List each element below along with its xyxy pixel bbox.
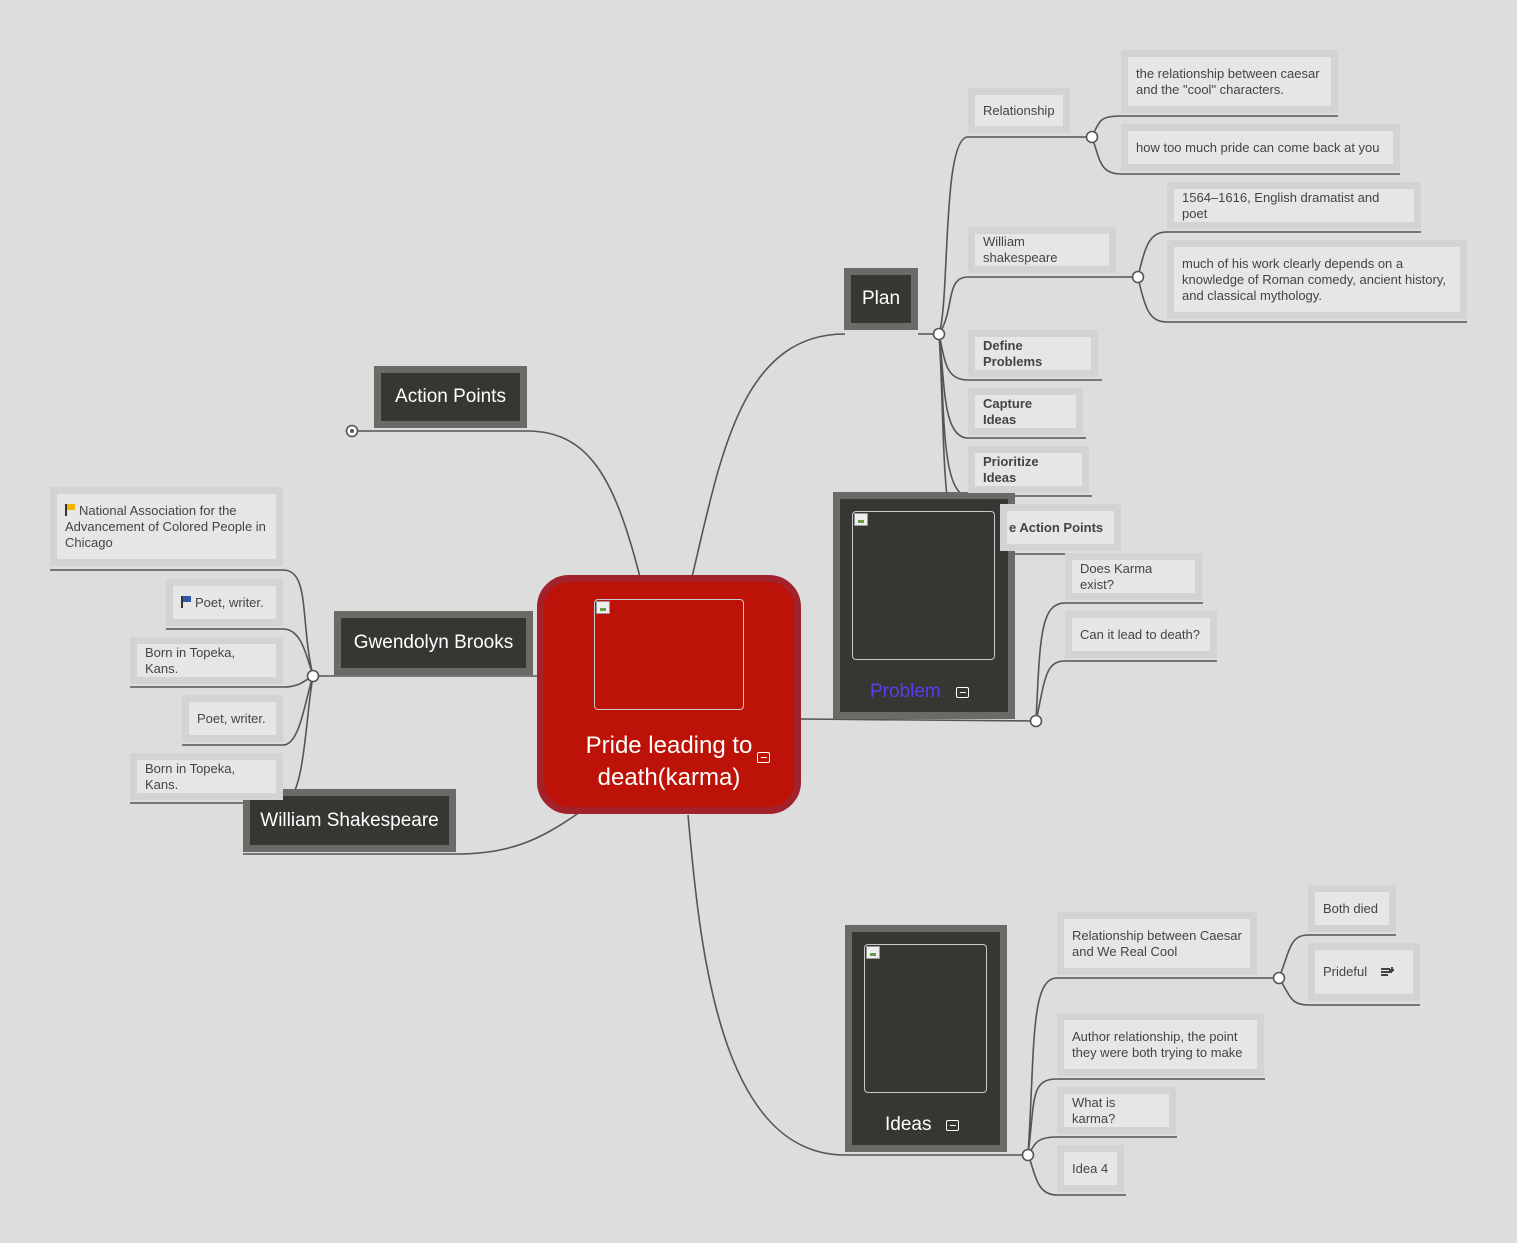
topic-ideas[interactable]: Ideas (845, 925, 1007, 1152)
subtopic-william-shakespeare[interactable]: William shakespeare (968, 227, 1116, 273)
subtopic-label: Poet, writer. (197, 710, 266, 726)
broken-image-icon (854, 513, 868, 526)
subtopic-born-topeka[interactable]: Born in Topeka, Kans. (130, 637, 283, 684)
subtopic-label: Does Karma exist? (1080, 560, 1153, 592)
image-icon[interactable] (757, 752, 770, 763)
topic-william-shakespeare-label: William Shakespeare (260, 809, 439, 831)
subtopic-label: Born in Topeka, Kans. (145, 644, 236, 676)
subtopic-both-died[interactable]: Both died (1308, 885, 1396, 932)
flag-icon (65, 503, 75, 516)
subtopic-label: What is karma? (1072, 1094, 1116, 1126)
topic-problem[interactable]: Problem (833, 492, 1015, 719)
central-topic[interactable]: Pride leading to death(karma) (537, 575, 801, 814)
subtopic-label: Both died (1323, 900, 1378, 916)
problem-image[interactable] (852, 511, 995, 660)
subtopic-relationship-detail[interactable]: the relationship between caesar and the … (1121, 50, 1338, 113)
subtopic-does-karma-exist[interactable]: Does Karma exist? (1065, 553, 1202, 600)
image-icon[interactable] (946, 1120, 959, 1131)
topic-ideas-label: Ideas (885, 1114, 932, 1135)
subtopic-label: Born in Topeka, Kans. (145, 760, 236, 792)
subtopic-label: William shakespeare (983, 234, 1058, 265)
subtopic-label: Poet, writer. (181, 595, 264, 611)
subtopic-author-relationship[interactable]: Author relationship, the point they were… (1057, 1013, 1264, 1076)
subtopic-shakespeare-dates[interactable]: 1564–1616, English dramatist and poet (1167, 182, 1421, 229)
subtopic-pride-consequence[interactable]: how too much pride can come back at you (1121, 124, 1400, 171)
subtopic-idea-4[interactable]: Idea 4 (1057, 1145, 1124, 1192)
subtopic-capture-ideas[interactable]: Capture Ideas (968, 388, 1083, 435)
broken-image-icon (866, 946, 880, 959)
subtopic-lead-to-death[interactable]: Can it lead to death? (1065, 611, 1217, 658)
topic-gwendolyn-brooks[interactable]: Gwendolyn Brooks (334, 611, 533, 675)
subtopic-relationship[interactable]: Relationship (968, 88, 1070, 133)
image-icon[interactable] (956, 687, 969, 698)
topic-gwendolyn-brooks-label: Gwendolyn Brooks (353, 632, 514, 653)
broken-image-icon (596, 601, 610, 614)
notes-icon[interactable] (1381, 967, 1395, 977)
subtopic-label: how too much pride can come back at you (1136, 139, 1380, 155)
topic-problem-label: Problem (870, 681, 941, 702)
subtopic-label: 1564–1616, English dramatist and poet (1182, 189, 1380, 221)
subtopic-label: National Association for the Advancement… (65, 502, 266, 550)
subtopic-poet-writer-flagged[interactable]: Poet, writer. (166, 579, 283, 626)
subtopic-caesar-relationship[interactable]: Relationship between Caesar and We Real … (1057, 912, 1257, 975)
ideas-image[interactable] (864, 944, 987, 1093)
subtopic-label: the relationship between caesar and the … (1136, 65, 1320, 97)
flag-icon (181, 595, 191, 608)
subtopic-label: Author relationship, the point they were… (1072, 1028, 1243, 1060)
subtopic-poet-writer[interactable]: Poet, writer. (182, 695, 283, 742)
subtopic-label: Can it lead to death? (1080, 626, 1200, 642)
subtopic-label: Capture Ideas (983, 395, 1033, 427)
subtopic-label: Prioritize Ideas (983, 453, 1039, 485)
subtopic-label: e Action Points (1009, 519, 1104, 535)
central-topic-title: Pride leading to death(karma) (585, 732, 753, 791)
subtopic-prioritize-ideas[interactable]: Prioritize Ideas (968, 446, 1089, 493)
central-image[interactable] (594, 599, 744, 710)
subtopic-label: Define Problems (983, 337, 1043, 369)
subtopic-what-is-karma[interactable]: What is karma? (1057, 1087, 1176, 1134)
subtopic-label: much of his work clearly depends on a kn… (1182, 255, 1446, 303)
subtopic-action-points[interactable]: e Action Points (1000, 504, 1121, 551)
subtopic-label: Prideful (1323, 964, 1368, 979)
subtopic-define-problems[interactable]: Define Problems (968, 330, 1098, 377)
subtopic-shakespeare-work[interactable]: much of his work clearly depends on a kn… (1167, 240, 1467, 319)
topic-action-points[interactable]: Action Points (374, 366, 527, 428)
subtopic-prideful[interactable]: Prideful (1308, 943, 1420, 1001)
subtopic-born-topeka-2[interactable]: Born in Topeka, Kans. (130, 753, 283, 800)
subtopic-label: Relationship (983, 102, 1055, 118)
subtopic-label: Relationship between Caesar and We Real … (1072, 927, 1242, 959)
topic-action-points-label: Action Points (395, 386, 506, 407)
subtopic-label: Idea 4 (1072, 1160, 1109, 1176)
topic-plan-label: Plan (861, 288, 901, 309)
subtopic-naacp[interactable]: National Association for the Advancement… (50, 487, 283, 566)
topic-plan[interactable]: Plan (844, 268, 918, 330)
